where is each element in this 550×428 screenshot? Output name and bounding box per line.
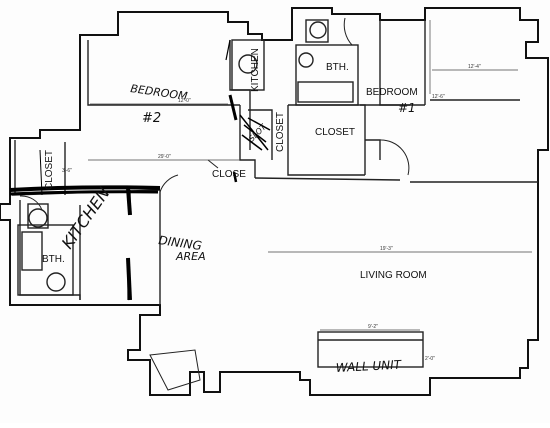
living-room-label: LIVING ROOM [360,270,427,281]
dim-bedroom1-depth: 12'-6" [432,94,445,100]
bath-top-label: BTH. [326,62,349,73]
kitchen-top-label: KITCHEN [250,48,261,92]
dining-label-2: AREA [175,250,206,263]
closet-note-label: CLOSE [212,169,246,180]
closet-left-label: CLOSET [44,150,55,190]
door-swings [19,17,410,391]
bedroom-1-label: BEDROOM [366,87,418,98]
kitchen-left-label: KITCHEN [58,184,114,252]
dining-label-1: DINING [158,233,203,253]
exterior-walls [0,7,549,396]
dimension-lines [88,20,532,331]
dim-wall-unit-width: 9'-2" [368,324,378,330]
interior-walls [11,19,538,368]
closet-center-label: CLOSET [315,127,355,138]
bedroom-1-number: #1 [398,101,416,115]
dim-dining-width: 29'-0" [158,154,171,160]
dim-wall-unit-depth: 2'-0" [425,356,435,362]
dim-living-width: 19'-3" [380,246,393,252]
dim-closet-left: 3'-6" [62,168,72,174]
wall-unit-label: WALL UNIT [335,358,403,375]
closet-small-label: CLOSET [275,112,286,152]
bedroom-2-number: #2 [142,111,161,126]
bath-left-label: BTH. [42,254,65,265]
dim-bedroom1-width: 12'-4" [468,64,481,70]
hand-scribbles [9,39,271,301]
dim-bedroom2-width: 12'-0" [178,98,191,104]
